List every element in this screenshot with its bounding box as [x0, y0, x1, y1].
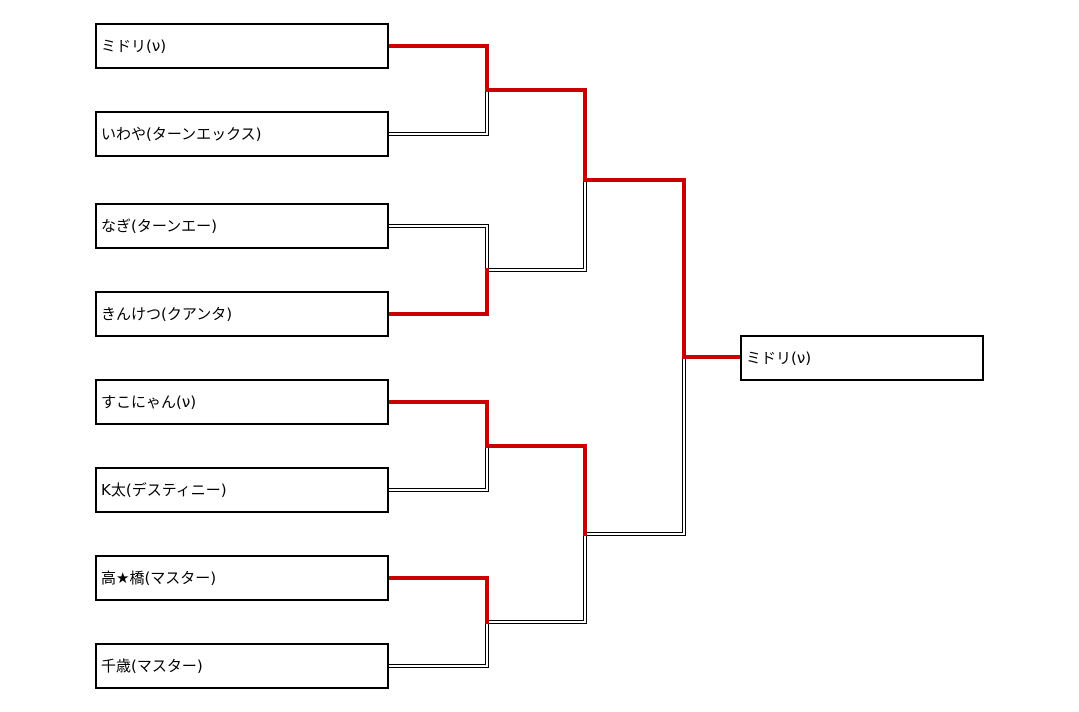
entrant-box-8[interactable]: 千歳(マスター) [95, 643, 389, 689]
bracket-connector-r2-m1-loser-inner [486, 179, 586, 271]
bracket-connector-r3-m1-loser [583, 355, 686, 536]
bracket-connector-r1-m4-loser [387, 620, 489, 668]
bracket-connector-r2-m1-winner [485, 88, 587, 182]
bracket-connector-r1-m3-loser [387, 444, 489, 492]
bracket-connector-r2-m2-winner [485, 444, 587, 536]
bracket-connector-r1-m4-loser-inner [388, 621, 488, 667]
bracket-connector-r1-m2-loser [387, 224, 489, 272]
entrant-box-1[interactable]: ミドリ(ν) [95, 23, 389, 69]
bracket-connector-r2-m2-loser-inner [486, 533, 586, 623]
bracket-connector-r3-m1-winner [583, 178, 686, 359]
bracket-connector-r1-m1-loser [387, 88, 489, 136]
entrant-box-4[interactable]: きんけつ(クアンタ) [95, 291, 389, 337]
entrant-box-6[interactable]: K太(デスティニー) [95, 467, 389, 513]
bracket-connector-r1-m1-winner [387, 44, 489, 92]
champion-box[interactable]: ミドリ(ν) [740, 335, 984, 381]
entrant-box-3[interactable]: なぎ(ターンエー) [95, 203, 389, 249]
entrant-box-7[interactable]: 高★橋(マスター) [95, 555, 389, 601]
bracket-connector-r2-m1-loser [485, 178, 587, 272]
entrant-box-2[interactable]: いわや(ターンエックス) [95, 111, 389, 157]
bracket-connector-r1-m3-loser-inner [388, 445, 488, 491]
bracket-connector-r1-m2-winner [387, 268, 489, 316]
bracket-connector-r3-m1-loser-inner [584, 356, 685, 535]
bracket-connector-r1-m1-loser-inner [388, 89, 488, 135]
entrant-box-5[interactable]: すこにゃん(ν) [95, 379, 389, 425]
bracket-connector-r1-m2-loser-inner [388, 225, 488, 271]
bracket-connector-r1-m4-winner [387, 576, 489, 624]
bracket-connector-r2-m2-loser [485, 532, 587, 624]
bracket-connector-r1-m3-winner [387, 400, 489, 448]
